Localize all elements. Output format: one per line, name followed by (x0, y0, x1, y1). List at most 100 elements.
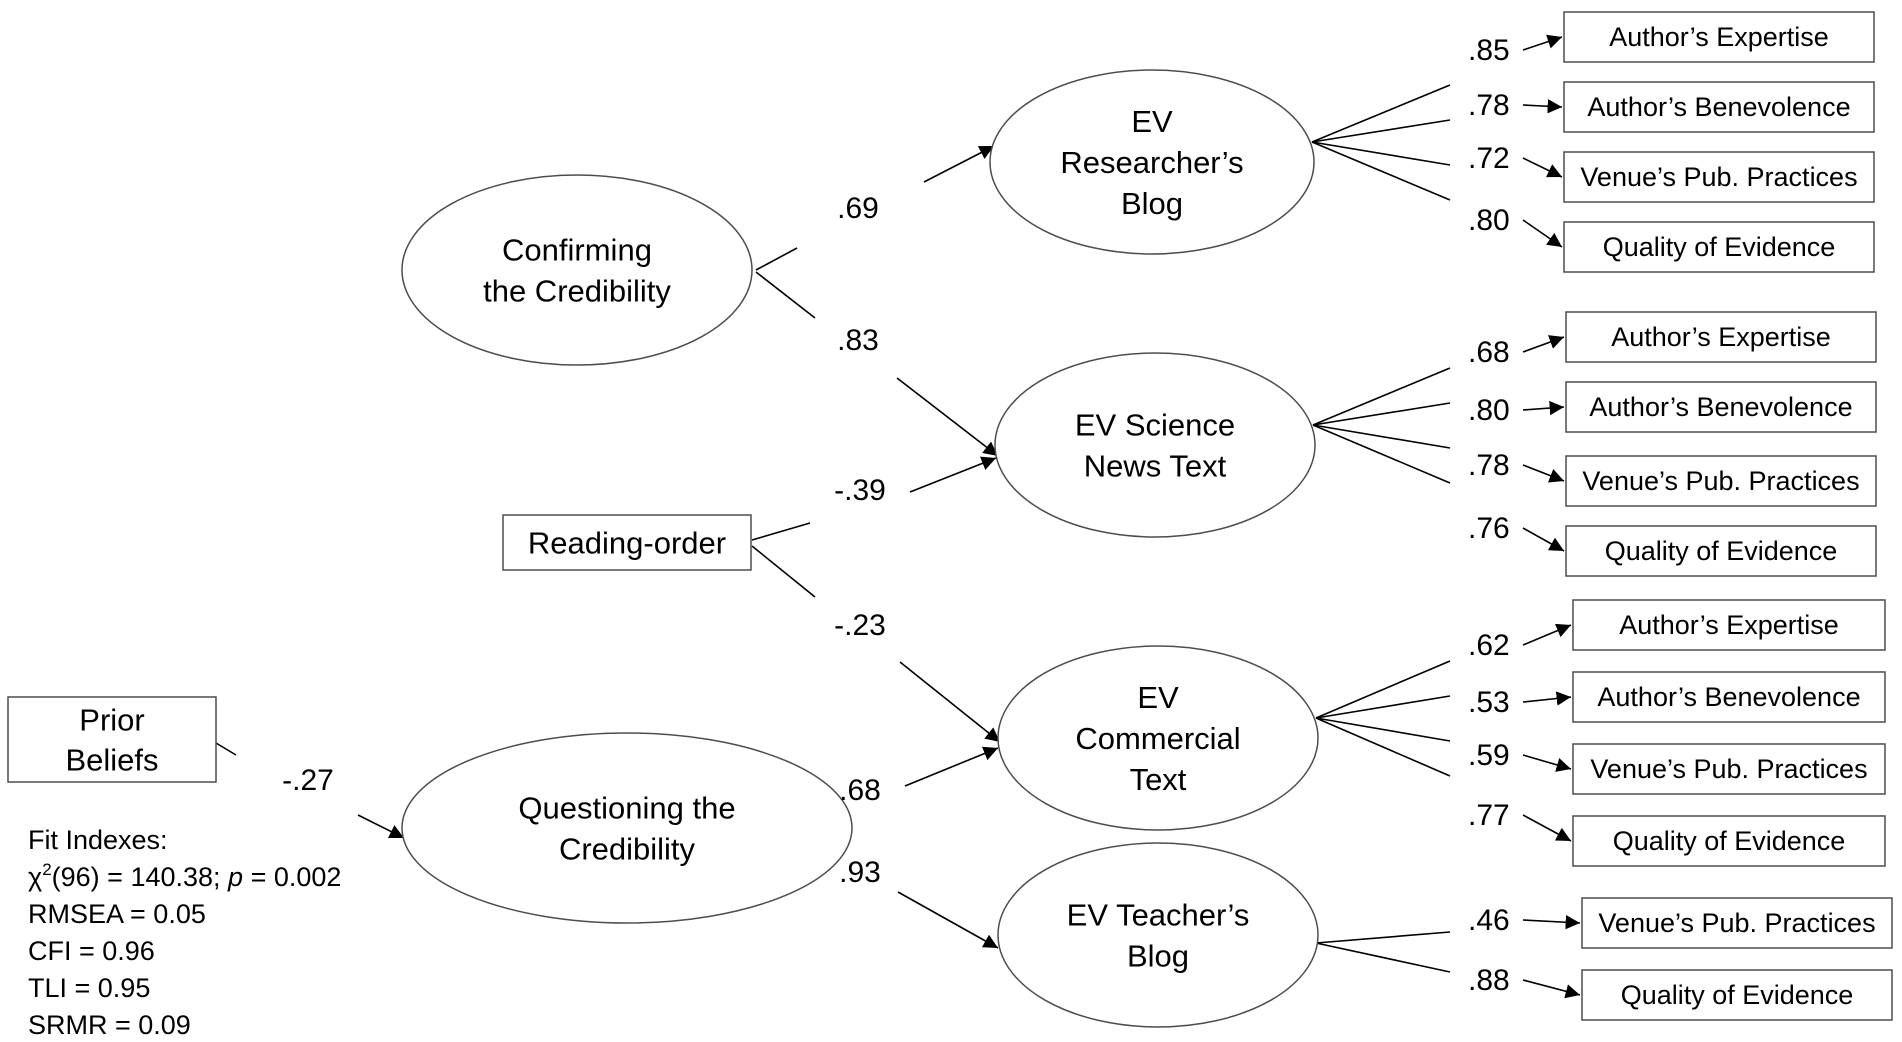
ev-commercial-indicator-3-label: Venue’s Pub. Practices (1590, 754, 1867, 784)
ev-commercial-ellipse (997, 645, 1319, 831)
confirming-ellipse (401, 174, 753, 366)
ev-researcher-indicator-4-arrow (1522, 219, 1563, 248)
reading-to-ev-commercial-coefficient: -.23 (834, 609, 886, 642)
ev-commercial-indicator-1-loading: .62 (1468, 629, 1510, 662)
ev-commercial-indicator-3-loading: .59 (1468, 739, 1510, 772)
ev-researcher-indicator-3-arrow (1522, 157, 1563, 178)
ev-teacher-indicator-1-box (1581, 897, 1893, 949)
ev-researcher-indicator-4-label: Quality of Evidence (1603, 232, 1836, 262)
ev-commercial-indicator-1-box (1572, 599, 1886, 651)
ev-science-indicator-3-loading: .78 (1468, 449, 1510, 482)
ev-science-indicator-3-box (1565, 455, 1877, 507)
ev-researcher-indicator-3-loading: .72 (1468, 142, 1510, 175)
ev-researcher-indicator-1-label: Author’s Expertise (1609, 22, 1829, 52)
ev-commercial-indicator-1-arrow (1522, 623, 1572, 646)
ev-teacher-indicator-1-loading: .46 (1468, 904, 1510, 937)
ev-researcher-indicator-4-loading: .80 (1468, 204, 1510, 237)
ev-teacher-indicator-2-arrow (1522, 979, 1581, 999)
confirming-to-ev-science-path-arrow (896, 377, 999, 457)
ev-teacher-indicator-1-arrow (1522, 915, 1581, 930)
fit-chi-square: χ2(96) = 140.38; p = 0.002 (28, 860, 341, 892)
fit-rmsea: RMSEA = 0.05 (28, 899, 206, 929)
ev-researcher-ellipse (989, 69, 1315, 255)
ev-science-indicator-4-arrow (1522, 527, 1565, 552)
ev-researcher-indicator-4-spread-line (1311, 141, 1451, 201)
confirming-to-ev-researcher-coefficient: .69 (837, 192, 879, 225)
ev-commercial-label-line: Commercial (1075, 721, 1240, 756)
ev-teacher-indicator-2-label: Quality of Evidence (1621, 980, 1854, 1010)
ev-teacher-indicator-1-spread-line (1315, 931, 1451, 944)
ev-researcher-label-line: Blog (1121, 186, 1183, 221)
ev-teacher-ellipse (997, 842, 1319, 1028)
ev-science-indicator-4-loading: .76 (1468, 512, 1510, 545)
ev-researcher-indicator-1-loading: .85 (1468, 34, 1510, 67)
ev-commercial-label-line: EV (1137, 680, 1179, 715)
ev-researcher-indicator-1-box (1563, 11, 1875, 63)
ev-commercial-indicator-4-arrow (1522, 814, 1572, 842)
p-symbol: p (227, 862, 243, 892)
fit-indexes-block: Fit Indexes: χ2(96) = 140.38; p = 0.002 … (28, 825, 341, 1040)
prior-to-questioning-path-stub (215, 742, 237, 756)
reading-box (502, 514, 752, 571)
ev-researcher-indicator-3-label: Venue’s Pub. Practices (1580, 162, 1857, 192)
ev-teacher-label-line: EV Teacher’s (1067, 898, 1250, 933)
fit-tli: TLI = 0.95 (28, 973, 150, 1003)
confirming-label-line: Confirming (502, 233, 652, 268)
ev-teacher-indicator-2-spread-line (1315, 942, 1451, 973)
confirming-to-ev-science-coefficient: .83 (837, 324, 879, 357)
ev-researcher-indicator-1-arrow (1522, 34, 1563, 51)
edges (215, 34, 1581, 999)
questioning-to-ev-teacher-path-arrow (897, 891, 999, 949)
ev-science-indicator-2-box (1565, 381, 1877, 433)
ev-teacher-indicator-2-box (1581, 969, 1893, 1021)
ev-commercial-indicator-1-spread-line (1315, 660, 1451, 719)
prior-to-questioning-path-arrow (357, 814, 405, 839)
ev-science-indicator-2-loading: .80 (1468, 394, 1510, 427)
ev-commercial-indicator-3-spread-line (1315, 717, 1451, 742)
reading-to-ev-science-path-arrow (909, 456, 997, 493)
ev-science-indicator-1-spread-line (1312, 367, 1451, 426)
ev-science-ellipse (994, 352, 1316, 538)
ev-teacher-indicator-2-loading: .88 (1468, 964, 1510, 997)
reading-to-ev-science-path-stub (751, 522, 811, 541)
prior-label-line: Prior (79, 703, 144, 738)
ev-science-indicator-4-box (1565, 525, 1877, 577)
ev-researcher-indicator-2-spread-line (1311, 119, 1451, 143)
ev-science-label-line: News Text (1084, 449, 1227, 484)
ev-science-indicator-3-arrow (1522, 464, 1565, 483)
ev-researcher-indicator-3-spread-line (1311, 141, 1451, 166)
confirming-label-line: the Credibility (483, 274, 671, 309)
ev-science-indicator-4-spread-line (1312, 424, 1451, 484)
p-value: = 0.002 (243, 862, 341, 892)
confirming-node: Confirming the Credibility (401, 174, 753, 366)
ev-commercial-label-line: Text (1130, 762, 1187, 797)
ev-researcher-indicator-2-label: Author’s Benevolence (1587, 92, 1850, 122)
confirming-to-ev-science-path-stub (755, 271, 816, 319)
ev-researcher-indicator-2-loading: .78 (1468, 89, 1510, 122)
ev-researcher-label-line: EV (1131, 104, 1173, 139)
prior-label-line: Beliefs (65, 743, 158, 778)
chi-symbol: χ (28, 862, 42, 892)
ev-commercial-indicator-4-box (1572, 815, 1886, 867)
chi-superscript: 2 (42, 860, 51, 879)
prior-to-questioning-coefficient: -.27 (282, 764, 334, 797)
ev-teacher-label-line: Blog (1127, 939, 1189, 974)
ev-science-indicator-1-box (1565, 311, 1877, 363)
confirming-to-ev-researcher-path-stub (755, 247, 798, 271)
ev-commercial-indicator-4-loading: .77 (1468, 799, 1510, 832)
prior-box (7, 696, 217, 783)
reading-to-ev-commercial-path-stub (751, 545, 816, 598)
fit-srmr: SRMR = 0.09 (28, 1010, 191, 1040)
ev-science-indicator-2-spread-line (1312, 402, 1451, 426)
ev-commercial-indicator-2-label: Author’s Benevolence (1597, 682, 1860, 712)
ev-commercial-indicator-1-label: Author’s Expertise (1619, 610, 1839, 640)
questioning-label-line: Credibility (559, 832, 696, 867)
questioning-to-ev-commercial-coefficient: .68 (839, 774, 881, 807)
ev-science-indicator-1-arrow (1522, 335, 1565, 353)
chi-value: (96) = 140.38; (52, 862, 228, 892)
